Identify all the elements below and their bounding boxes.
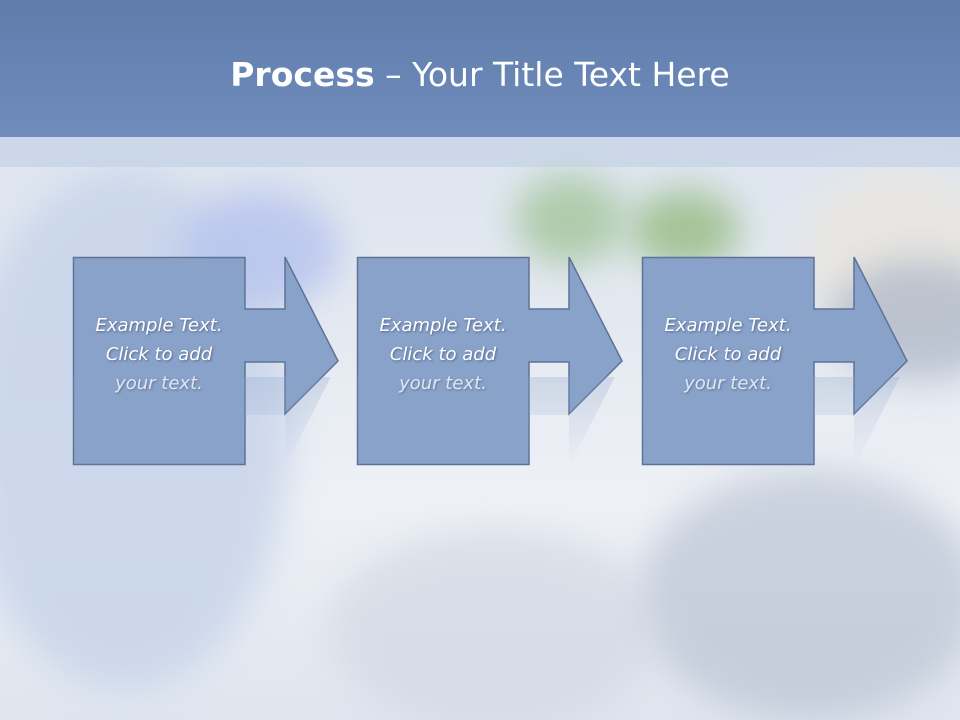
step-text-line2: Click to add <box>105 344 213 365</box>
step-arrow-shape <box>72 256 339 466</box>
step-text-line3: your text. <box>357 369 529 398</box>
step-text-line1: Example Text. <box>379 315 507 336</box>
title-bold: Process <box>230 55 375 94</box>
process-step-1[interactable]: Example Text. Click to add your text. <box>72 256 413 466</box>
process-step-3[interactable]: Example Text. Click to add your text. <box>641 256 960 466</box>
step-text[interactable]: Example Text. Click to add your text. <box>642 311 814 398</box>
step-arrow-shape <box>641 256 908 466</box>
step-reflection-2 <box>357 363 697 467</box>
step-arrow-shape <box>356 256 623 466</box>
title-bar <box>0 0 960 137</box>
step-text-line1: Example Text. <box>664 315 792 336</box>
bg-blur-green <box>515 175 625 265</box>
process-step-2[interactable]: Example Text. Click to add your text. <box>356 256 697 466</box>
bg-blur-bottom-right <box>640 470 960 720</box>
step-text-line2: Click to add <box>674 344 782 365</box>
step-text-line3: your text. <box>73 369 245 398</box>
step-text-line3: your text. <box>642 369 814 398</box>
step-text-line2: Click to add <box>389 344 497 365</box>
step-text[interactable]: Example Text. Click to add your text. <box>357 311 529 398</box>
step-text[interactable]: Example Text. Click to add your text. <box>73 311 245 398</box>
step-reflection-3 <box>642 363 960 467</box>
title-rest: – Your Title Text Here <box>374 55 730 94</box>
step-text-line1: Example Text. <box>95 315 223 336</box>
step-reflection-1 <box>73 363 413 467</box>
title-strip <box>0 137 960 167</box>
bg-blur-bottom-center <box>330 530 660 720</box>
slide-title[interactable]: Process – Your Title Text Here <box>0 52 960 98</box>
bg-blur-green-2 <box>630 190 740 270</box>
